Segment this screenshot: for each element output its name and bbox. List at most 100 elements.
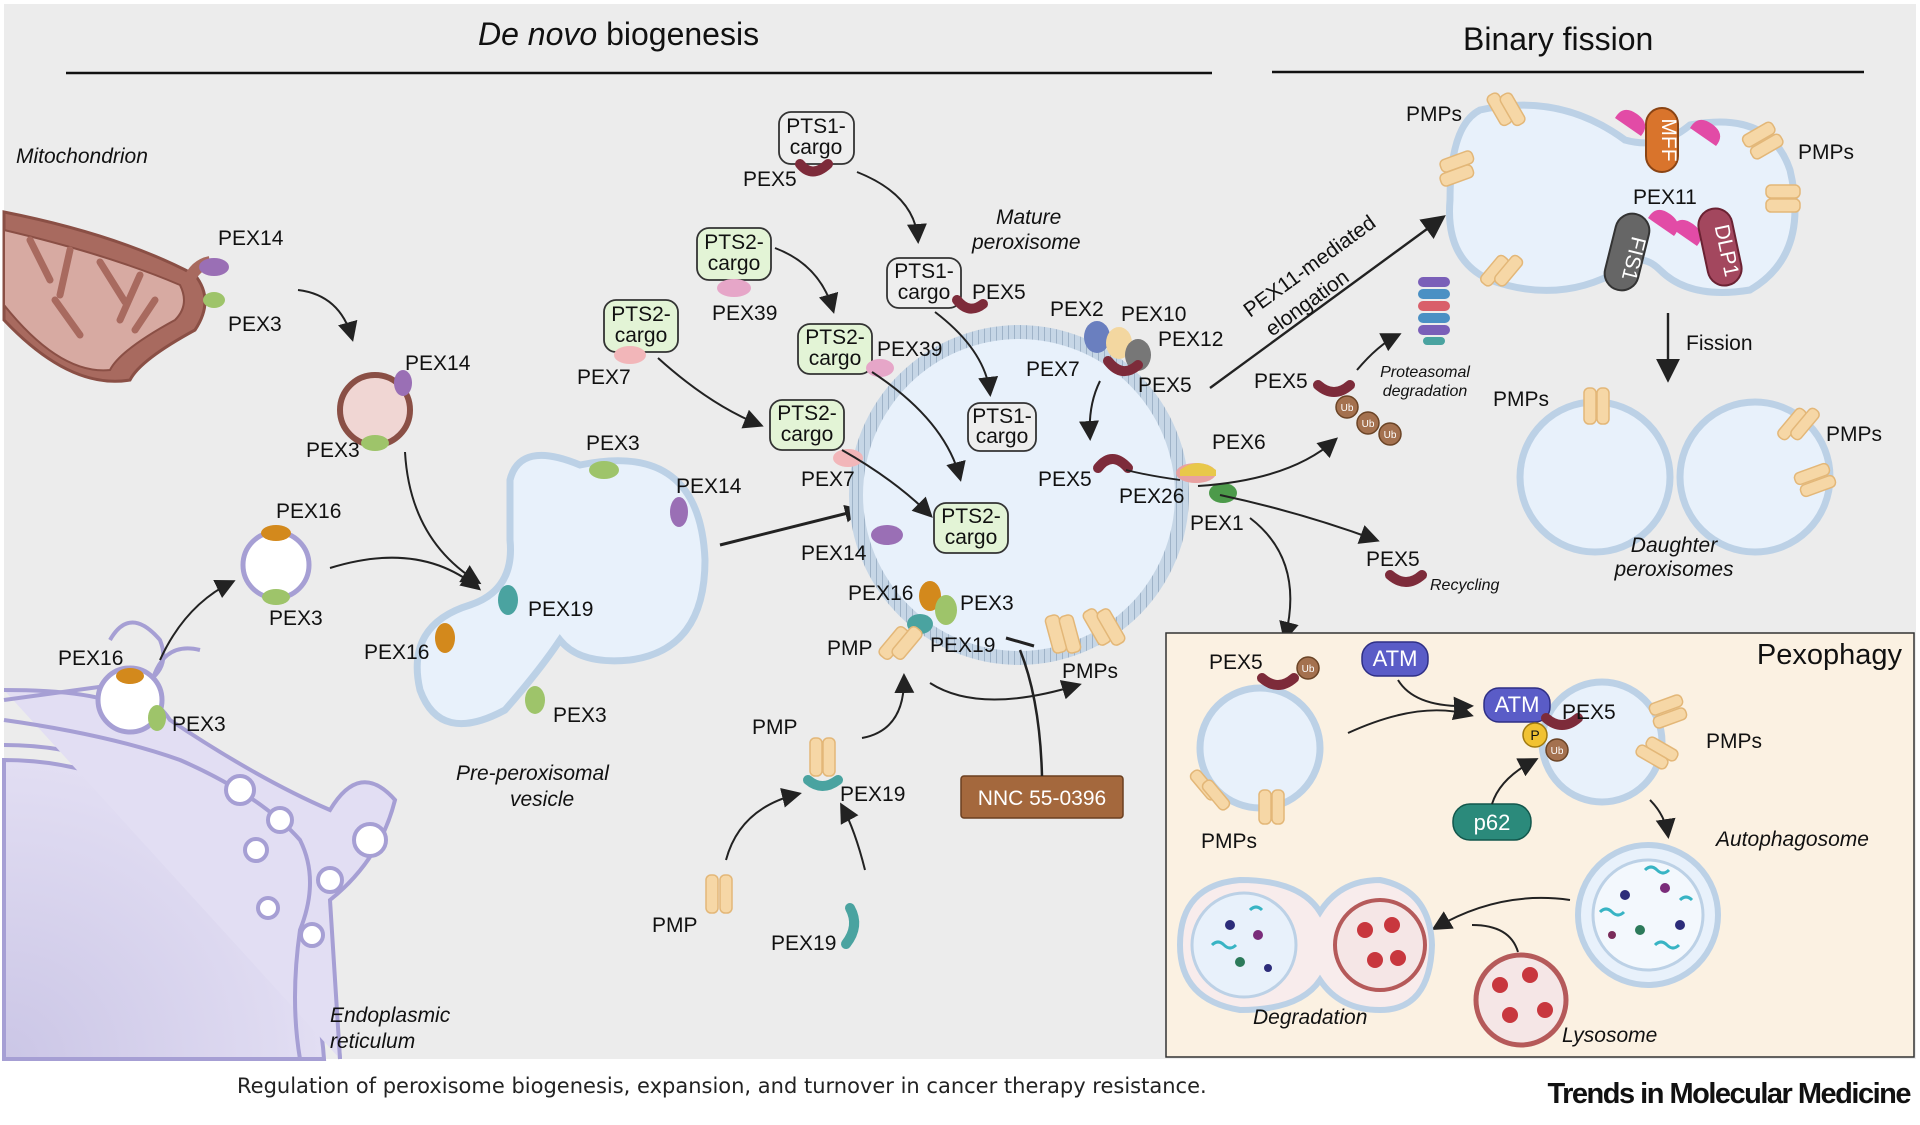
pts2-cargo-line1: PTS2- (704, 231, 764, 254)
label-lysosome: Lysosome (1562, 1024, 1657, 1047)
pex39-protein (717, 279, 751, 297)
label-pex11: PEX11 (1633, 186, 1697, 209)
pex7-protein (833, 449, 863, 467)
line-lysosome-fusion (1471, 924, 1519, 953)
pts2-cargo-line2: cargo (781, 423, 834, 446)
label-pex3-vesicle: PEX3 (269, 607, 323, 630)
pex5-protein (1541, 713, 1583, 730)
label-pex19-pre: PEX19 (528, 598, 593, 621)
label-pex14-mature: PEX14 (801, 542, 867, 565)
arrow-pmp-to-complex (725, 788, 802, 861)
pts2-cargo-line2: cargo (945, 526, 998, 549)
pex16-protein (435, 623, 455, 653)
atm-protein (1361, 641, 1429, 677)
label-pex12: PEX12 (1158, 328, 1223, 351)
pex16-protein (261, 525, 291, 541)
arrow-to-autophagosome (1649, 799, 1676, 839)
pex3-protein (935, 595, 957, 625)
pts1-cargo-line1: PTS1- (972, 405, 1032, 428)
inhibition-bar (1005, 636, 1035, 648)
pts1-cargo-line2: cargo (898, 281, 951, 304)
label-er-line2: reticulum (330, 1030, 415, 1053)
label-pex39-mid: PEX39 (877, 338, 942, 361)
label-pmps-fission-right: PMPs (1798, 141, 1854, 164)
arrow-pts2-pex7 (657, 357, 764, 429)
pre-peroxisomal-vesicle (413, 451, 709, 728)
mff-protein (1645, 107, 1679, 173)
pmp-protein (1189, 769, 1231, 811)
label-pex5-top: PEX5 (743, 168, 797, 191)
arrow-pmp-pex19-to-mature (861, 673, 915, 739)
header-binary-fission: Binary fission (1463, 21, 1653, 57)
pmp-protein (1741, 121, 1784, 160)
pts2-cargo-box (933, 502, 1009, 554)
pts2-cargo-line1: PTS2- (777, 402, 837, 425)
pts2-cargo-box (797, 323, 873, 375)
daughter-peroxisome-left (1516, 398, 1674, 556)
endoplasmic-reticulum (2, 620, 398, 1061)
autolysosome (1176, 876, 1436, 1014)
pex5-protein (1313, 380, 1355, 397)
label-autophagosome: Autophagosome (1714, 828, 1869, 851)
lysosome (1473, 952, 1569, 1048)
label-pex7-mid: PEX7 (801, 468, 855, 491)
label-mitochondrion: Mitochondrion (16, 145, 148, 168)
pex5-protein (795, 159, 833, 177)
journal-name: Trends in Molecular Medicine (1547, 1078, 1912, 1110)
label-degradation: Degradation (1253, 1006, 1367, 1029)
inhibitor-label: NNC 55-0396 (978, 787, 1106, 810)
label-pex16-pre: PEX16 (364, 641, 429, 664)
pts1-cargo-line2: cargo (976, 425, 1029, 448)
pmp-protein (878, 626, 923, 660)
label-p62: p62 (1474, 810, 1511, 835)
label-pex3-pre2: PEX3 (553, 704, 607, 727)
line-pex5-export (1125, 469, 1181, 481)
label-pmp-mature: PMP (827, 637, 873, 660)
label-pex7-left: PEX7 (577, 366, 631, 389)
pex12-protein (1125, 339, 1151, 371)
header-pexophagy: Pexophagy (1757, 639, 1903, 671)
pts2-cargo-box (769, 399, 845, 451)
svg-text:Ub: Ub (1384, 430, 1397, 441)
label-pex5-recycling: PEX5 (1366, 548, 1420, 571)
pts2-cargo-line2: cargo (708, 252, 761, 275)
arrow-pts2-import-1 (871, 371, 966, 482)
label-recycling: Recycling (1430, 577, 1499, 594)
label-pex3-vesicle2: PEX3 (306, 439, 360, 462)
pex11-protein (1690, 119, 1721, 146)
arrow-mito-to-vesicle (297, 289, 358, 342)
label-pmp-bottom: PMP (652, 914, 698, 937)
arrow-p62-binding (1491, 758, 1539, 805)
pex16-vesicle (240, 529, 312, 601)
arrow-to-degradation (1431, 897, 1571, 931)
pex5-protein (952, 295, 988, 314)
pts1-cargo-box (886, 257, 962, 309)
arrow-er-to-vesicle (159, 580, 236, 661)
label-pex5-right: PEX5 (1138, 374, 1192, 397)
arrow-pex16-vesicle-to-preperoxisome (329, 556, 482, 591)
pex3-protein (203, 292, 225, 308)
label-pex5-pexo: PEX5 (1209, 651, 1263, 674)
svg-text:Ub: Ub (1362, 419, 1375, 430)
dlp1-protein (1697, 207, 1743, 287)
svg-text:Ub: Ub (1341, 403, 1354, 414)
pts1-cargo-box (967, 402, 1037, 452)
label-pex26: PEX26 (1119, 485, 1184, 508)
label-pex39-top: PEX39 (712, 302, 777, 325)
pex16-protein (116, 668, 144, 684)
pex2-protein (1084, 321, 1110, 353)
label-pex14-vesicle: PEX14 (405, 352, 471, 375)
figure-caption: Regulation of peroxisome biogenesis, exp… (237, 1074, 1207, 1098)
pex3-protein (589, 461, 619, 479)
label-pex14-mito: PEX14 (218, 227, 284, 250)
pmp-protein (1793, 462, 1837, 498)
arrow-pex19-to-complex (840, 802, 866, 871)
label-atm: ATM (1373, 646, 1418, 671)
pts2-cargo-line1: PTS2- (941, 505, 1001, 528)
ubiquitin-icon (1296, 656, 1320, 680)
label-pex5-ub: PEX5 (1254, 370, 1308, 393)
pts2-cargo-line2: cargo (809, 347, 862, 370)
pex14-protein (199, 258, 229, 276)
arrow-to-ubiquitination (1197, 437, 1338, 487)
